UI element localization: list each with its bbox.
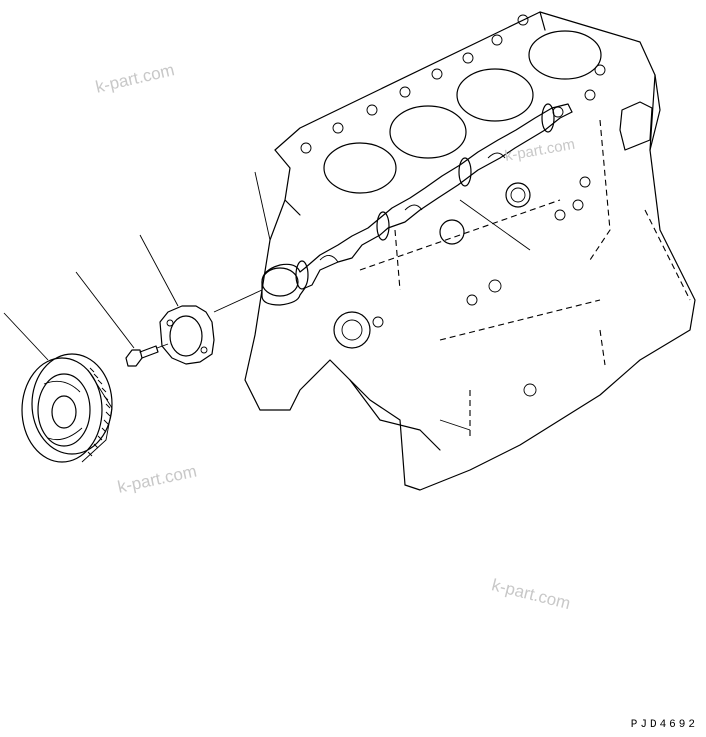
cam-gear bbox=[21, 353, 113, 463]
bolt bbox=[125, 345, 159, 367]
camshaft bbox=[261, 103, 573, 306]
thrust-plate bbox=[159, 305, 215, 365]
leader-lines bbox=[3, 171, 531, 361]
drawing-code: PJD4692 bbox=[630, 719, 698, 731]
cylinder-block bbox=[244, 11, 696, 491]
